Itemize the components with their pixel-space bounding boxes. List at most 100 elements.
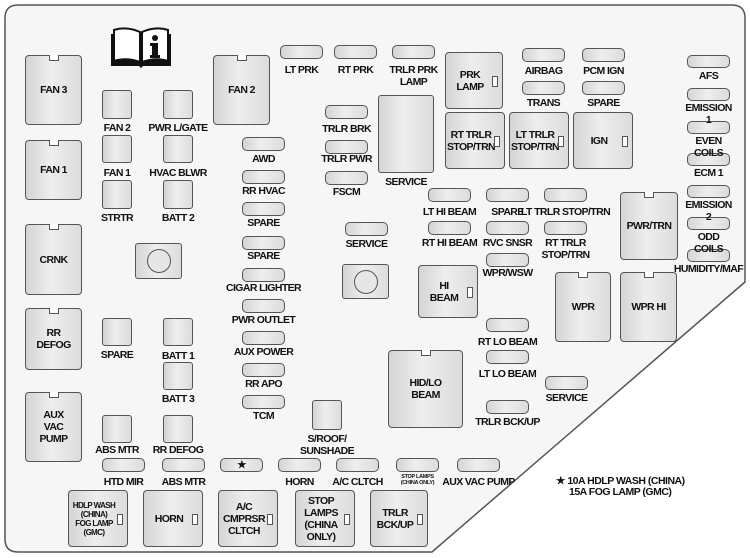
fuse-service-big[interactable] [378,95,434,173]
fuse-spare3[interactable] [582,81,625,95]
fuse-stop-lamps-small[interactable] [396,458,439,472]
relay-crnk-relay[interactable]: CRNK [25,224,82,295]
fuse-horn[interactable] [278,458,321,472]
fuse-spare4[interactable] [486,188,529,202]
relay-lt-trlr-stop-relay[interactable]: LT TRLR STOP/TRN [509,112,569,169]
relay-prk-lamp-relay[interactable]: PRK LAMP [445,52,503,109]
fuse-label: SPARE [247,250,280,262]
fuse-fscm[interactable] [325,171,368,185]
relay-pwr-trn-relay[interactable]: PWR/TRN [620,192,678,260]
fuse-trlr-bckup[interactable] [486,400,529,414]
relay-hi-beam-relay[interactable]: HI BEAM [418,265,478,318]
relay-rt-trlr-stop-relay[interactable]: RT TRLR STOP/TRN [445,112,505,169]
fuse-hvac-blwr[interactable] [163,135,193,163]
fuse-trans[interactable] [522,81,565,95]
fuse-label: EMISSION 1 [685,102,732,126]
fuse-tcm[interactable] [242,395,285,409]
fuse-rt-prk[interactable] [334,45,377,59]
fuse-rt-trlr-stop[interactable] [544,221,587,235]
fuse-rvc-snsr[interactable] [486,221,529,235]
relay-label: PWR/TRN [626,220,672,232]
fuse-humidity-maf[interactable] [687,249,730,262]
fuse-label: HUMIDITY/MAF [673,263,744,275]
relay-fan2-relay[interactable]: FAN 2 [213,55,270,125]
relay-ign-relay[interactable]: IGN [573,112,633,169]
fuse-batt1[interactable] [163,318,193,346]
fuse-label: TRLR PWR [321,153,372,165]
fuse-rt-hi-beam[interactable] [428,221,471,235]
fuse-emission2[interactable] [687,185,730,198]
fuse-ac-cltch[interactable] [336,458,379,472]
fuse-label: RT TRLR STOP/TRN [541,237,590,261]
fuse-label: TRLR BRK [322,123,371,135]
fuse-lt-trlr-stop[interactable] [544,188,587,202]
fuse-aux-power[interactable] [242,331,285,345]
fuse-label: STOP LAMPS (CHINA ONLY) [400,474,435,486]
fuse-pwr-outlet[interactable] [242,299,285,313]
fuse-lt-hi-beam[interactable] [428,188,471,202]
fuse-rr-hvac[interactable] [242,170,285,184]
fuse-pwr-lgate[interactable] [163,90,193,119]
relay-wpr-hi-relay[interactable]: WPR HI [620,272,677,342]
fuse-lt-lo-beam[interactable] [486,350,529,364]
relay-label: HORN [154,512,184,525]
fuse-spare2[interactable] [242,236,285,250]
relay-fan1-relay[interactable]: FAN 1 [25,140,82,200]
fuse-trlr-prk-lamp[interactable] [392,45,435,59]
fuse-batt3[interactable] [163,362,193,390]
fuse-afs[interactable] [687,55,730,68]
fuse-abs-mtr-sq[interactable] [102,415,132,443]
relay-rr-defog-relay[interactable]: RR DEFOG [25,308,82,370]
fuse-trlr-pwr[interactable] [325,140,368,154]
fuse-awd[interactable] [242,137,285,151]
relay-hdlp-wash-relay[interactable]: HDLP WASH (CHINA) FOG LAMP (GMC) [68,490,128,547]
star-marker: ★ [556,475,565,487]
fuse-batt2[interactable] [163,180,193,209]
relay-trlr-bckup-relay[interactable]: TRLR BCK/UP [370,490,428,547]
fuse-cigar-lighter[interactable] [242,268,285,282]
fuse-label: HVAC BLWR [149,167,207,179]
fuse-rr-defog-sq[interactable] [163,415,193,443]
fuse-sroof[interactable] [312,400,342,430]
relay-label: IGN [590,134,608,147]
fuse-lt-prk[interactable] [280,45,323,59]
fuse-spare5[interactable] [102,318,132,346]
fuse-wpr-wsw[interactable] [486,253,529,267]
fuse-service-mid[interactable] [345,222,388,236]
fuse-ecm1[interactable] [687,153,730,166]
relay-label: TRLR BCK/UP [376,506,414,531]
fuse-airbag[interactable] [522,48,565,62]
relay-wpr-relay[interactable]: WPR [555,272,611,342]
fuse-emission1[interactable] [687,88,730,101]
fuse-label: SPARE [587,97,620,109]
relay-notch [467,286,473,298]
fuse-strtr[interactable] [102,180,132,209]
relay-fan3-relay[interactable]: FAN 3 [25,55,82,125]
relay-ac-cmprsr-relay[interactable]: A/C CMPRSR CLTCH [218,490,278,547]
fuse-label: AIRBAG [524,65,563,77]
fuse-rt-lo-beam[interactable] [486,318,529,332]
fuse-htd-mir[interactable] [102,458,145,472]
fuse-even-coils[interactable] [687,121,730,134]
fuse-label: EMISSION 2 [685,199,732,223]
fuse-label: SERVICE [545,392,588,404]
relay-label: FAN 1 [40,164,67,176]
fuse-abs-mtr[interactable] [162,458,205,472]
fuse-rr-apo[interactable] [242,363,285,377]
blank-holder-center [342,264,389,299]
fuse-pcm-ign[interactable] [582,48,625,62]
relay-hid-lo-beam-relay[interactable]: HID/LO BEAM [388,350,463,428]
fuse-odd-coils[interactable] [687,217,730,230]
fuse-service-right[interactable] [545,376,588,390]
star-marker: ★ [237,459,246,471]
relay-stop-lamps-relay[interactable]: STOP LAMPS (CHINA ONLY) [295,490,355,547]
fuse-spare1[interactable] [242,202,285,216]
fuse-fan1[interactable] [102,135,132,163]
relay-horn-relay[interactable]: HORN [143,490,203,547]
relay-notch [267,513,273,525]
fuse-trlr-brk[interactable] [325,105,368,119]
relay-aux-vac-pump-relay[interactable]: AUX VAC PUMP [25,392,82,462]
fuse-star-fuse[interactable]: ★ [220,458,263,472]
fuse-aux-vac-pump[interactable] [457,458,500,472]
fuse-fan2[interactable] [102,90,132,119]
